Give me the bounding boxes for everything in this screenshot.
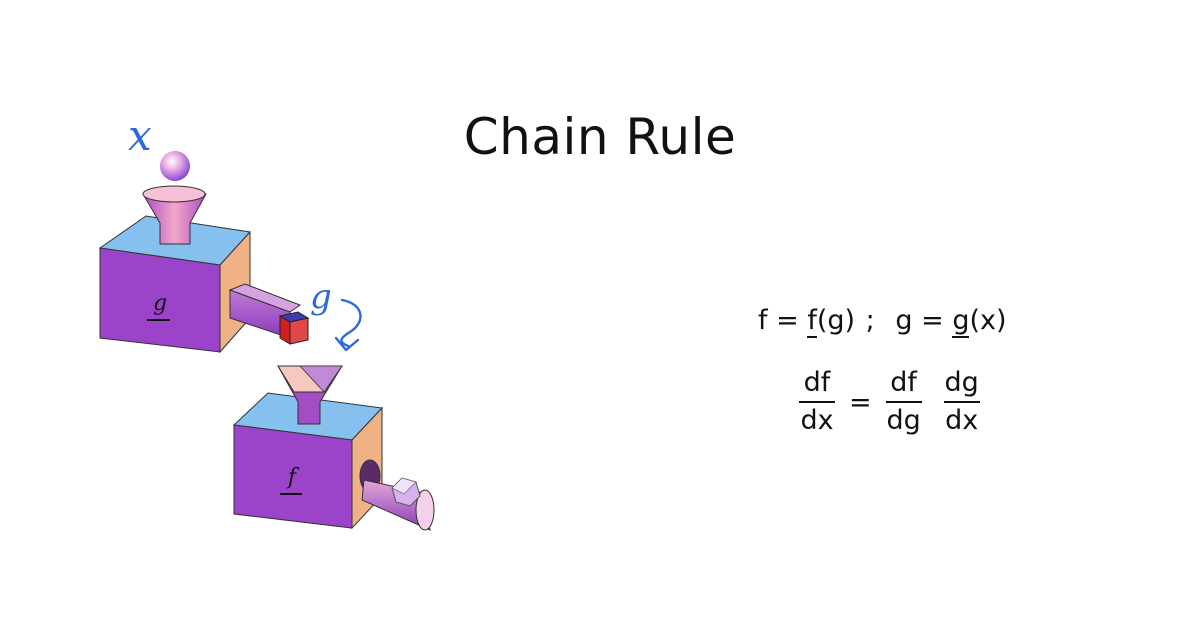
machine-f: f xyxy=(232,365,435,531)
fraction-dg-dx-numerator: dg xyxy=(944,367,979,398)
eq-x-argument: (x) xyxy=(969,305,1007,336)
machine-g: g xyxy=(98,151,310,354)
fraction-df-dx-numerator: df xyxy=(803,367,831,398)
page-title: Chain Rule xyxy=(463,108,737,166)
annotation-g: g xyxy=(310,277,332,317)
fraction-bar xyxy=(799,401,835,403)
eq-g: g xyxy=(895,305,913,336)
fraction-dg-dx-denominator: dx xyxy=(945,405,979,436)
fraction-df-dg-denominator: dg xyxy=(886,405,921,436)
eq-g-argument: (g) xyxy=(816,305,856,336)
machine-g-input-funnel xyxy=(142,193,207,245)
eq-equals-1: = xyxy=(776,305,799,336)
chain-equals: = xyxy=(849,386,872,418)
equation-chain-rule: df dx = df dg dg dx xyxy=(795,368,984,436)
fraction-df-dg-numerator: df xyxy=(890,367,917,398)
curved-arrow xyxy=(340,298,362,348)
fraction-df-dg: df dg xyxy=(885,367,922,436)
machine-g-label: g xyxy=(153,291,167,316)
input-ball xyxy=(160,151,190,181)
eq-separator: ; xyxy=(865,305,875,336)
handwritten-annotations: x g xyxy=(128,111,362,352)
output-cube xyxy=(278,311,310,345)
fraction-bar xyxy=(943,401,980,403)
equation-definitions: f = f(g) ; g = g(x) xyxy=(758,305,1007,338)
fraction-dg-dx: dg dx xyxy=(943,367,980,436)
fraction-bar xyxy=(885,401,922,403)
eq-g-function: g xyxy=(952,305,970,338)
eq-equals-2: = xyxy=(921,305,944,336)
eq-f: f xyxy=(758,305,768,336)
function-machines-diagram: g f x g xyxy=(98,111,435,531)
eq-f-function: f xyxy=(807,305,817,338)
fraction-df-dx-denominator: dx xyxy=(800,405,834,436)
fraction-df-dx: df dx xyxy=(799,368,835,436)
annotation-x: x xyxy=(128,111,152,160)
